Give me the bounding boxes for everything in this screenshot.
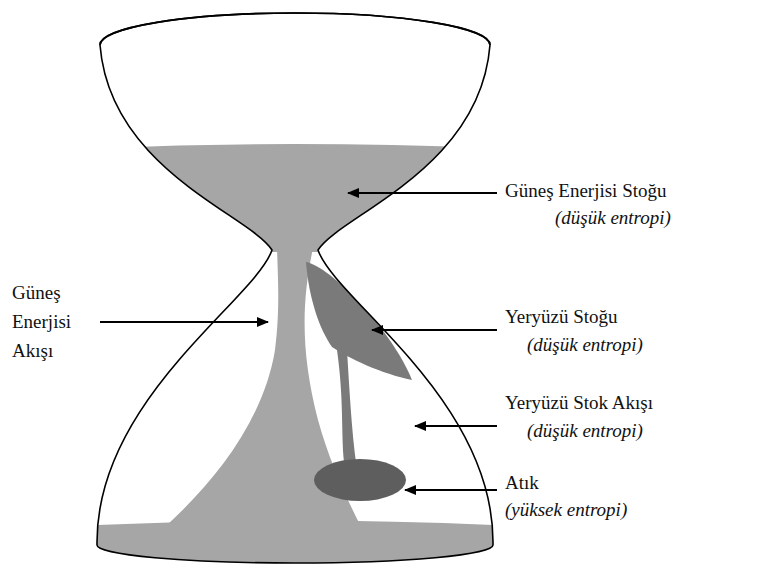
entropy-note: (düşük entropi) [527,332,643,358]
leader-arrow [415,425,497,427]
stock-label: Yeryüzü Stoğu [505,304,618,330]
leader-arrow [372,329,497,331]
leader-arrow [100,321,268,323]
hourglass-rim [100,13,490,45]
entropy-note: (düşük entropi) [555,205,671,231]
stock-label: Güneş Enerjisi Stoğu [505,178,667,204]
flow-label: Yeryüzü Stok Akışı [505,390,653,416]
entropy-note: (yüksek entropi) [505,497,627,523]
sand-contents [60,144,530,569]
waste-label: Atık [505,470,539,496]
bottom-sand [60,521,530,569]
leader-arrow [405,489,497,491]
flow-label: Güneş Enerjisi Akışı [12,278,71,365]
earth-flow-stream [337,350,356,462]
solar-stock-sand [60,144,530,252]
earth-stock-sand [306,262,412,380]
leader-arrow [348,192,497,194]
entropy-note: (düşük entropi) [527,418,643,444]
hourglass-outline [97,13,493,563]
waste-pile [314,459,406,501]
